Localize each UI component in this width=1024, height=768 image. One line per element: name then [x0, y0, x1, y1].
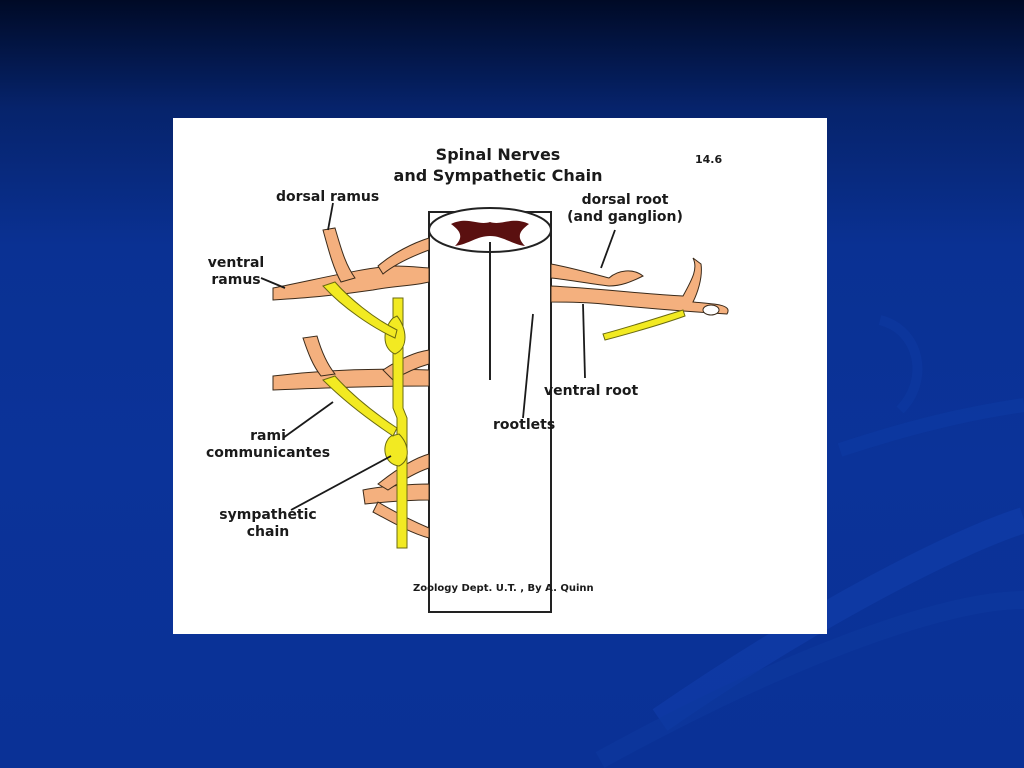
- gray-matter: [451, 220, 529, 246]
- sympathetic-chain: [322, 281, 686, 549]
- title-line-2: and Sympathetic Chain: [393, 166, 603, 185]
- label-rami-communicantes: rami communicantes: [203, 428, 333, 462]
- label-dorsal-root: dorsal root (and ganglion): [565, 192, 685, 226]
- label-ventral-ramus: ventral ramus: [201, 255, 271, 289]
- left-nerve-upper: [272, 227, 430, 301]
- label-ventral-ramus-line-1: ventral: [207, 255, 265, 271]
- label-sympathetic-line-2: chain: [246, 524, 290, 540]
- label-sympathetic-chain: sympathetic chain: [213, 507, 323, 541]
- leader-lines: [260, 202, 616, 511]
- label-rami-line-1: rami: [250, 428, 286, 444]
- spinal-nerves-illustration: [260, 202, 729, 613]
- label-dorsal-ramus: dorsal ramus: [276, 189, 380, 205]
- figure-number: 14.6: [695, 153, 723, 166]
- left-nerve-middle: [272, 335, 430, 391]
- figure-credit: Zoology Dept. U.T. , By A. Quinn: [413, 583, 594, 594]
- figure-title: Spinal Nerves and Sympathetic Chain: [373, 144, 623, 186]
- label-rootlets: rootlets: [493, 417, 556, 433]
- spinal-nerves-figure: Spinal Nerves and Sympathetic Chain 14.6…: [173, 118, 827, 634]
- label-ventral-ramus-line-2: ramus: [211, 272, 261, 288]
- label-ventral-root: ventral root: [544, 383, 639, 399]
- label-dorsal-root-line-1: dorsal root: [581, 192, 669, 208]
- label-dorsal-root-line-2: (and ganglion): [567, 209, 683, 225]
- label-rami-line-2: communicantes: [205, 445, 331, 461]
- title-line-1: Spinal Nerves: [435, 145, 561, 164]
- label-sympathetic-line-1: sympathetic: [219, 507, 317, 523]
- right-nerve: [550, 257, 729, 316]
